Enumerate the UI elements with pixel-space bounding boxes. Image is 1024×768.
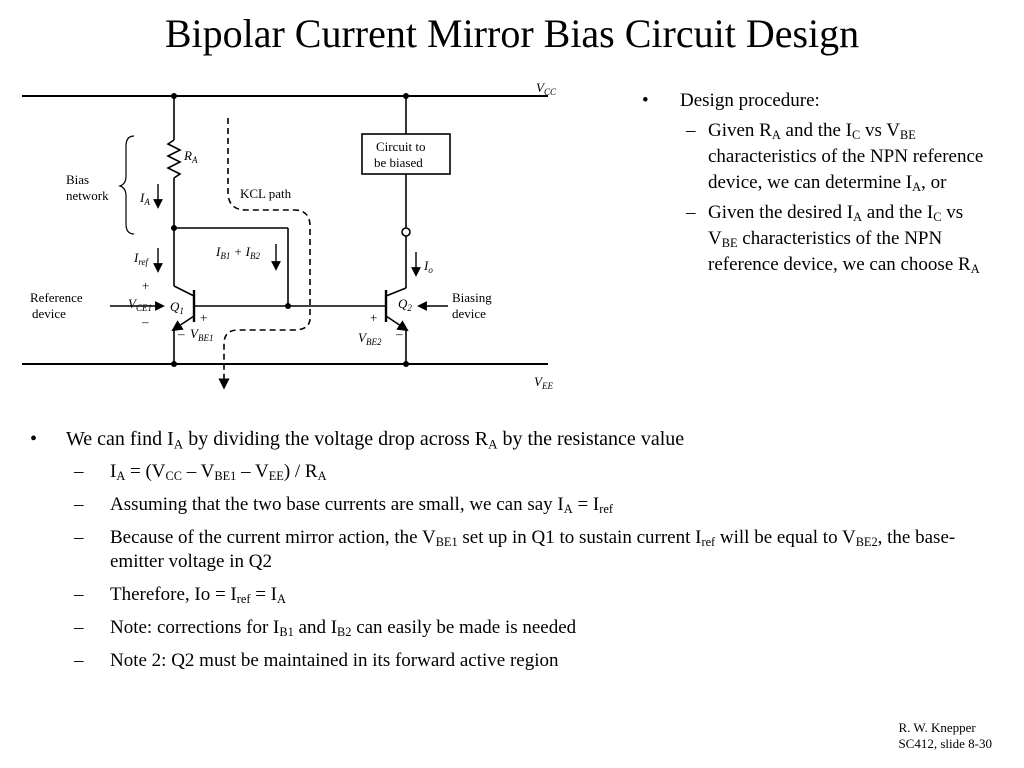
q1-transistor bbox=[171, 285, 310, 332]
main-bullet: • We can find IA by dividing the voltage… bbox=[30, 427, 990, 451]
vbe1-plus: + bbox=[200, 310, 207, 325]
dash-icon: – bbox=[74, 494, 84, 515]
biasing-device-label-1: Biasing bbox=[452, 290, 492, 305]
ib-sum-label: IB1 + IB2 bbox=[215, 244, 260, 261]
vcc-label: VCC bbox=[536, 80, 557, 97]
kcl-path bbox=[218, 118, 311, 390]
vce1-minus: – bbox=[141, 314, 149, 329]
biasing-device-label-2: device bbox=[452, 306, 486, 321]
vce1-plus: + bbox=[142, 278, 149, 293]
list-item-text: Therefore, Io = Iref = IA bbox=[110, 584, 286, 607]
design-procedure-block: • Design procedure: – Given RA and the I… bbox=[642, 88, 992, 278]
design-procedure-heading: Design procedure: bbox=[680, 90, 820, 111]
dash-icon: – bbox=[74, 527, 84, 548]
design-procedure-bullet: • Design procedure: bbox=[642, 88, 992, 114]
list-item-note-1: – Note: corrections for IB1 and IB2 can … bbox=[74, 616, 990, 640]
footer-slide-number: SC412, slide 8-30 bbox=[898, 736, 992, 751]
bias-network-brace bbox=[118, 135, 135, 235]
slide-footer: R. W. Knepper SC412, slide 8-30 bbox=[898, 720, 992, 752]
dash-icon: – bbox=[74, 461, 84, 482]
list-item-assumption: – Assuming that the two base currents ar… bbox=[74, 493, 990, 517]
list-item-text: Note: corrections for IB1 and IB2 can ea… bbox=[110, 617, 577, 640]
reference-device-label-1: Reference bbox=[30, 290, 83, 305]
main-bullet-text: We can find IA by dividing the voltage d… bbox=[66, 428, 685, 452]
bullet-icon: • bbox=[642, 90, 649, 111]
vbe1-label: VBE1 bbox=[190, 326, 213, 343]
dash-icon: – bbox=[686, 202, 696, 223]
q2-transistor bbox=[310, 287, 409, 332]
current-mirror-circuit-diagram: VCC VEE RA Bias network IA Iref IB1 + IB… bbox=[22, 80, 557, 391]
io-label: Io bbox=[423, 258, 433, 275]
vbe2-label: VBE2 bbox=[358, 330, 382, 347]
kcl-path-label: KCL path bbox=[240, 186, 292, 201]
list-item-equation: – IA = (VCC – VBE1 – VEE) / RA bbox=[74, 460, 990, 484]
list-item-text: IA = (VCC – VBE1 – VEE) / RA bbox=[110, 461, 327, 484]
procedure-item-given-ia: – Given the desired IA and the IC vs VBE… bbox=[686, 200, 992, 278]
analysis-block: • We can find IA by dividing the voltage… bbox=[30, 427, 990, 673]
footer-author: R. W. Knepper bbox=[898, 720, 976, 735]
analysis-list: – IA = (VCC – VBE1 – VEE) / RA – Assumin… bbox=[30, 460, 990, 673]
list-item-text: Note 2: Q2 must be maintained in its for… bbox=[110, 650, 559, 671]
dash-icon: – bbox=[686, 120, 696, 141]
list-item-therefore: – Therefore, Io = Iref = IA bbox=[74, 583, 990, 607]
q1-label: Q1 bbox=[170, 299, 184, 316]
circuit-label-1: Circuit to bbox=[376, 139, 425, 154]
list-item-mirror-action: – Because of the current mirror action, … bbox=[74, 526, 990, 574]
iref-label: Iref bbox=[133, 250, 150, 267]
list-item-text: Assuming that the two base currents are … bbox=[110, 494, 613, 517]
ra-label: RA bbox=[183, 148, 198, 165]
slide-title: Bipolar Current Mirror Bias Circuit Desi… bbox=[164, 11, 860, 56]
list-item-text: Because of the current mirror action, th… bbox=[110, 527, 956, 572]
bias-network-label-2: network bbox=[66, 188, 109, 203]
vce1-label: VCE1 bbox=[128, 296, 152, 313]
list-item-note-2: – Note 2: Q2 must be maintained in its f… bbox=[74, 649, 990, 673]
ia-label: IA bbox=[139, 190, 150, 207]
reference-device-label-2: device bbox=[32, 306, 66, 321]
procedure-item-text: Given RA and the IC vs VBE characteristi… bbox=[708, 120, 984, 195]
dash-icon: – bbox=[74, 617, 84, 638]
bias-network-label-1: Bias bbox=[66, 172, 89, 187]
vbe2-plus: + bbox=[370, 310, 377, 325]
q2-label: Q2 bbox=[398, 296, 412, 313]
procedure-item-given-ra: – Given RA and the IC vs VBE characteris… bbox=[686, 118, 992, 196]
vee-label: VEE bbox=[534, 374, 553, 391]
vbe2-minus: – bbox=[395, 326, 403, 341]
procedure-item-text: Given the desired IA and the IC vs VBE c… bbox=[708, 202, 980, 277]
circuit-label-2: be biased bbox=[374, 155, 423, 170]
bullet-icon: • bbox=[30, 428, 38, 450]
vbe1-minus: – bbox=[177, 326, 185, 341]
circuit-to-be-biased-box bbox=[361, 133, 451, 175]
resistor-ra bbox=[166, 139, 182, 179]
dash-icon: – bbox=[74, 650, 84, 671]
dash-icon: – bbox=[74, 584, 84, 605]
